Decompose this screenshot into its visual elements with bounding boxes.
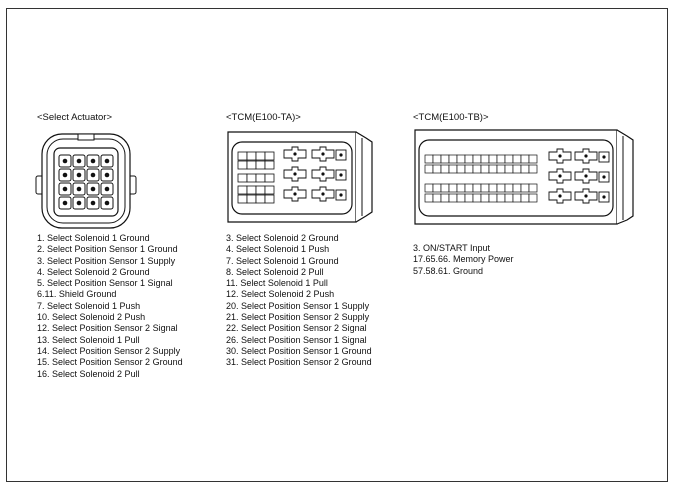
list-item: 4. Select Solenoid 1 Push bbox=[226, 244, 330, 255]
list-item: 2. Select Position Sensor 1 Ground bbox=[37, 244, 178, 255]
tcm-ta-title: <TCM(E100-TA)> bbox=[226, 112, 301, 123]
list-item: 7. Select Solenoid 1 Ground bbox=[226, 255, 339, 266]
actuator-pin-list: 1. Select Solenoid 1 Ground 2. Select Po… bbox=[37, 233, 183, 380]
list-item: 12. Select Position Sensor 2 Signal bbox=[37, 323, 178, 334]
list-item: 13. Select Solenoid 1 Pull bbox=[37, 334, 140, 345]
actuator-title: <Select Actuator> bbox=[37, 112, 112, 123]
list-item: 3. ON/START Input bbox=[413, 243, 491, 253]
list-item: 20. Select Position Sensor 1 Supply bbox=[226, 300, 370, 311]
list-item: 16. Select Solenoid 2 Pull bbox=[37, 368, 140, 379]
list-item: 14. Select Position Sensor 2 Supply bbox=[37, 345, 181, 356]
list-item: 15. Select Position Sensor 2 Ground bbox=[37, 357, 183, 368]
tcm-ta-connector-diagram bbox=[227, 131, 373, 223]
list-item: 5. Select Position Sensor 1 Signal bbox=[37, 278, 173, 289]
tcm-tb-title: <TCM(E100-TB)> bbox=[413, 112, 489, 123]
list-item: 8. Select Solenoid 2 Pull bbox=[226, 266, 324, 277]
list-item: 1. Select Solenoid 1 Ground bbox=[37, 233, 150, 243]
list-item: 3. Select Position Sensor 1 Supply bbox=[37, 255, 176, 266]
list-item: 22. Select Position Sensor 2 Signal bbox=[226, 323, 367, 334]
list-item: 30. Select Position Sensor 1 Ground bbox=[226, 345, 372, 356]
actuator-connector-diagram bbox=[35, 133, 137, 229]
list-item: 4. Select Solenoid 2 Ground bbox=[37, 266, 150, 277]
list-item: 11. Select Solenoid 1 Pull bbox=[226, 278, 328, 289]
list-item: 6.11. Shield Ground bbox=[37, 289, 117, 300]
list-item: 12. Select Solenoid 2 Push bbox=[226, 289, 335, 300]
list-item: 26. Select Position Sensor 1 Signal bbox=[226, 334, 367, 345]
list-item: 31. Select Position Sensor 2 Ground bbox=[226, 357, 372, 368]
tcm-tb-connector-diagram bbox=[414, 129, 634, 225]
list-item: 57.58.61. Ground bbox=[413, 265, 484, 276]
list-item: 7. Select Solenoid 1 Push bbox=[37, 300, 141, 311]
list-item: 21. Select Position Sensor 2 Supply bbox=[226, 312, 370, 323]
page-frame bbox=[6, 8, 668, 482]
list-item: 3. Select Solenoid 2 Ground bbox=[226, 233, 339, 243]
tcm-tb-pin-list: 3. ON/START Input 17.65.66. Memory Power… bbox=[413, 243, 514, 277]
tcm-ta-pin-list: 3. Select Solenoid 2 Ground 4. Select So… bbox=[226, 233, 372, 369]
list-item: 17.65.66. Memory Power bbox=[413, 254, 514, 265]
list-item: 10. Select Solenoid 2 Push bbox=[37, 312, 146, 323]
